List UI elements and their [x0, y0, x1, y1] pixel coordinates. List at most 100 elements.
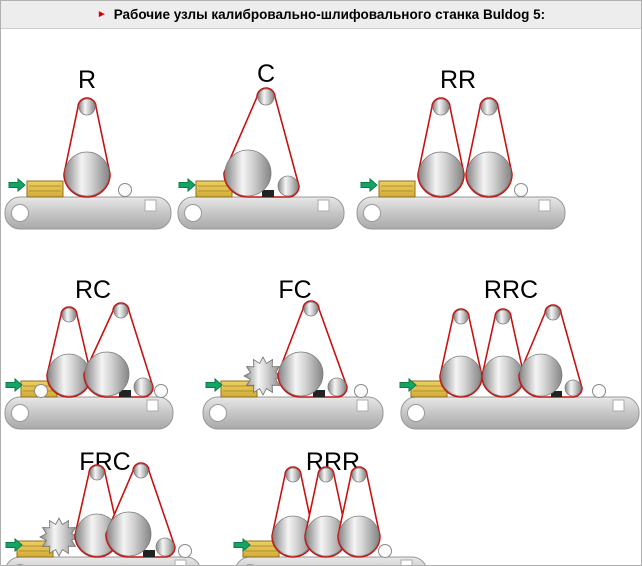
conveyor-end-roller: [245, 564, 255, 565]
contact-roller: [519, 353, 563, 397]
idler-roller: [118, 183, 132, 197]
idler-roller: [178, 544, 192, 558]
workpiece-board: [378, 180, 416, 198]
contact-roller: [64, 151, 110, 197]
top-pulley: [113, 303, 129, 319]
unit-diagram-rr: RR: [353, 59, 569, 231]
unit-diagram-r: R: [3, 63, 173, 231]
unit-diagram-svg: [4, 97, 172, 230]
pressure-pad: [551, 391, 562, 397]
unit-diagram-svg: [202, 300, 384, 430]
top-pulley: [133, 463, 149, 479]
unit-diagram-rrc: RRC: [399, 275, 641, 431]
top-pulley: [257, 88, 275, 106]
feed-arrow-icon: [360, 178, 378, 192]
conveyor-table: [6, 556, 200, 565]
conveyor-notch: [538, 199, 551, 212]
top-pulley: [432, 98, 450, 116]
unit-diagram-rrr: RRR: [233, 435, 431, 565]
conveyor-table: [202, 396, 384, 430]
small-roller: [155, 537, 175, 557]
unit-diagram-svg: [4, 302, 174, 430]
feed-arrow-icon: [8, 178, 26, 192]
conveyor-notch: [144, 199, 157, 212]
conveyor-end-roller: [209, 404, 227, 422]
feed-arrow-icon: [178, 178, 196, 192]
conveyor-notch: [356, 399, 369, 412]
pressure-pad: [119, 390, 131, 397]
top-pulley: [351, 467, 367, 483]
top-pulley: [495, 309, 511, 325]
contact-roller: [106, 511, 152, 557]
top-pulley: [89, 465, 105, 481]
conveyor-notch: [146, 399, 159, 412]
unit-label: R: [77, 66, 97, 94]
contact-roller: [278, 351, 324, 397]
conveyor-notch: [612, 399, 625, 412]
conveyor-end-roller: [184, 204, 202, 222]
title-marker-icon: ►: [96, 8, 107, 20]
diagram-canvas: R C: [1, 29, 641, 565]
conveyor-table: [356, 196, 566, 230]
top-pulley: [303, 301, 319, 317]
unit-diagram-rc: RC: [3, 275, 177, 431]
conveyor-table: [4, 196, 172, 230]
unit-diagram-svg: [233, 466, 426, 565]
conveyor-end-roller: [363, 204, 381, 222]
pressure-pad: [313, 390, 325, 397]
small-roller: [564, 379, 582, 397]
idler-roller: [34, 384, 48, 398]
pressure-pad: [262, 190, 274, 197]
contact-roller: [482, 355, 524, 397]
top-pulley: [480, 98, 498, 116]
conveyor-notch: [317, 199, 330, 212]
idler-roller: [154, 384, 168, 398]
title-bar: ► Рабочие узлы калибровально-шлифовально…: [1, 1, 641, 29]
conveyor-table: [400, 396, 640, 430]
contact-roller: [440, 355, 482, 397]
pressure-pad: [143, 550, 155, 557]
unit-diagram-svg: [399, 304, 640, 430]
conveyor-table: [236, 556, 426, 565]
unit-diagram-c: C: [176, 55, 346, 231]
top-pulley: [318, 467, 334, 483]
idler-roller: [378, 544, 392, 558]
unit-diagram-fc: FC: [201, 275, 387, 431]
small-roller: [133, 377, 153, 397]
conveyor-table: [177, 196, 345, 230]
idler-roller: [354, 384, 368, 398]
contact-roller: [338, 515, 380, 557]
feed-arrow-icon: [5, 378, 23, 392]
feed-arrow-icon: [205, 378, 223, 392]
conveyor-notch: [400, 559, 413, 565]
idler-roller: [514, 183, 528, 197]
conveyor-end-roller: [407, 404, 425, 422]
top-pulley: [61, 307, 77, 323]
unit-diagram-svg: [5, 462, 200, 565]
unit-label: RRC: [483, 276, 539, 304]
top-pulley: [453, 309, 469, 325]
unit-label: C: [256, 60, 276, 88]
conveyor-end-roller: [15, 564, 25, 565]
unit-label: RR: [439, 66, 477, 94]
page-title: Рабочие узлы калибровально-шлифовального…: [113, 7, 546, 22]
unit-label: FC: [278, 276, 312, 304]
idler-roller: [592, 384, 606, 398]
top-pulley: [545, 305, 561, 321]
contact-roller: [224, 149, 272, 197]
conveyor-table: [4, 396, 174, 430]
small-roller: [327, 377, 347, 397]
workpiece-board: [26, 180, 64, 198]
contact-roller: [466, 151, 512, 197]
conveyor-end-roller: [11, 404, 29, 422]
conveyor-end-roller: [11, 204, 29, 222]
unit-diagram-svg: [356, 97, 566, 230]
unit-diagram-svg: [177, 87, 345, 230]
unit-label: RC: [74, 276, 112, 304]
contact-roller: [418, 151, 464, 197]
top-pulley: [78, 98, 96, 116]
top-pulley: [285, 467, 301, 483]
conveyor-notch: [174, 559, 187, 565]
contact-roller: [84, 351, 130, 397]
